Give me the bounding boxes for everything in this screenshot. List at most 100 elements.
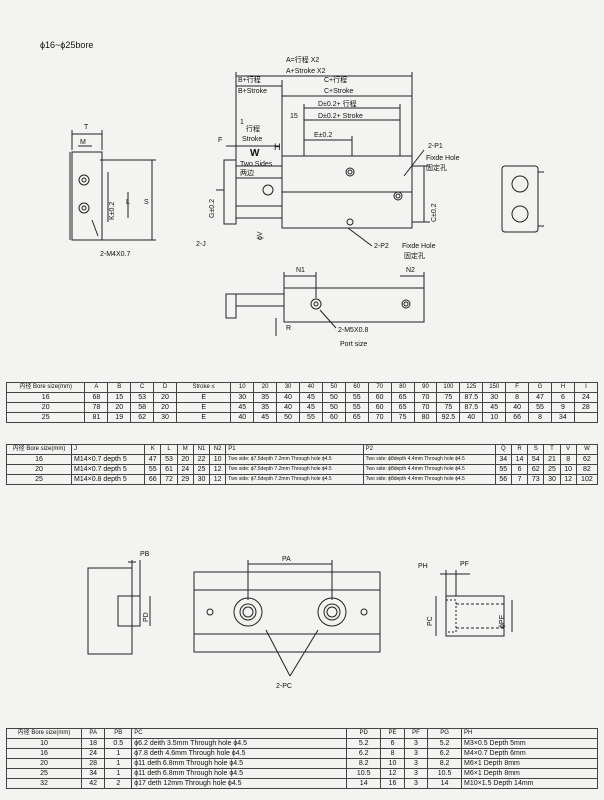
table1-header-cell: G xyxy=(528,382,552,393)
table-cell: 54 xyxy=(527,454,545,465)
dim-g: G±0.2 xyxy=(209,199,216,218)
table-cell: 3 xyxy=(403,758,429,769)
table-cell: M3×0.5 Depth 5mm xyxy=(461,738,598,749)
table-cell: 45 xyxy=(253,412,278,423)
table-cell: 20 xyxy=(6,758,82,769)
label-pe: ϕPE xyxy=(499,614,506,628)
a-stroke-en: A+Stroke X2 xyxy=(286,68,326,75)
table-cell: 28 xyxy=(80,758,106,769)
table-cell: 60 xyxy=(367,402,392,413)
dim-n2: N2 xyxy=(406,267,415,274)
table-cell: ϕ11 deth 6.8mm Through hole ϕ4.5 xyxy=(131,768,348,779)
table-cell: 10 xyxy=(209,454,227,465)
table1-header-cell: 100 xyxy=(436,382,461,393)
table3-header-cell: 内径 Bore size(mm) xyxy=(6,728,82,739)
c-stroke-cn: C+行程 xyxy=(324,75,347,84)
table-cell: 8 xyxy=(528,412,552,423)
table-cell: 10 xyxy=(6,738,82,749)
table-cell: 25 xyxy=(5,412,86,423)
table1-header-row: 内径 Bore size(mm) A B C D Stroke ≤ 10 20 … xyxy=(5,382,599,393)
dim-f: F xyxy=(218,137,222,144)
table-cell: 55 xyxy=(344,402,369,413)
table-cell: 32 xyxy=(6,778,82,789)
table-cell: 6.2 xyxy=(346,748,382,759)
table1-header-cell: I xyxy=(573,382,599,393)
table-cell: 6 xyxy=(510,464,529,475)
table-cell: 10 xyxy=(380,758,405,769)
table1-header-cell: C xyxy=(130,382,155,393)
table-cell: 80 xyxy=(413,412,438,423)
table-cell: 53 xyxy=(160,454,178,465)
label-pd: PD xyxy=(143,612,150,622)
fixde-hole-2: Fixde Hole xyxy=(402,243,436,250)
table-cell: M14×0.7 depth 5 xyxy=(70,454,146,465)
dim-n1: N1 xyxy=(296,267,305,274)
table-cell: 15 xyxy=(107,392,132,403)
table1-header-cell: H xyxy=(550,382,575,393)
table-cell: 1 xyxy=(104,758,133,769)
table-cell: ϕ17 deth 12mm Through hole ϕ4.5 xyxy=(131,778,348,789)
table2-header-cell: W xyxy=(575,444,599,455)
table-cell: 42 xyxy=(80,778,106,789)
label-pb: PB xyxy=(140,551,150,558)
table-cell: 34 xyxy=(80,768,106,779)
table-cell: 40 xyxy=(230,412,255,423)
c-stroke-en: C+Stroke xyxy=(324,88,353,95)
stroke-cn: 行程 xyxy=(246,124,260,133)
table-cell: 40 xyxy=(276,392,300,403)
dim-l: L xyxy=(126,199,130,206)
table-cell: 34 xyxy=(494,454,512,465)
table-cell: 53 xyxy=(130,392,155,403)
table-cell: 66 xyxy=(144,474,162,485)
table1-header-cell: 10 xyxy=(230,382,255,393)
table-cell: 16 xyxy=(5,392,86,403)
table-cell: 65 xyxy=(390,402,415,413)
table-cell: 21 xyxy=(543,454,561,465)
table1-header-cell: 40 xyxy=(299,382,323,393)
table-cell: 25 xyxy=(6,474,72,485)
table-cell: 40 xyxy=(505,402,530,413)
table-cell: 35 xyxy=(253,402,278,413)
table-cell: Two side: ϕ7.5depth 7.2mm Through hole ϕ… xyxy=(225,464,364,475)
table2-header-cell: N1 xyxy=(192,444,211,455)
table-cell: E xyxy=(176,392,232,403)
table3-header-cell: PG xyxy=(427,728,463,739)
table-cell: 61 xyxy=(160,464,178,475)
table2-header-cell: Q xyxy=(494,444,512,455)
table-cell: 58 xyxy=(130,402,155,413)
table-cell: 3 xyxy=(403,738,429,749)
table1-header-cell: 20 xyxy=(253,382,278,393)
table-cell: 2 xyxy=(104,778,133,789)
table-cell: 73 xyxy=(527,474,545,485)
table2-header-cell: S xyxy=(527,444,545,455)
table-cell: 40 xyxy=(276,402,300,413)
label-pc: PC xyxy=(427,616,434,626)
table-cell: Two side: ϕ8depth 4.4mm Through hole ϕ4.… xyxy=(362,464,496,475)
table-cell: 30 xyxy=(482,392,507,403)
table1-header-cell: 内径 Bore size(mm) xyxy=(5,382,86,393)
d-stroke-cn: D±0.2+ 行程 xyxy=(318,99,357,108)
table1-header-cell: 50 xyxy=(321,382,346,393)
table-cell: 65 xyxy=(344,412,369,423)
table-cell: 45 xyxy=(482,402,507,413)
table-cell: 24 xyxy=(573,392,599,403)
table2-header-cell: J xyxy=(70,444,146,455)
table-cell: 25 xyxy=(6,768,82,779)
table-cell: ϕ6.2 deith 3.5mm Through hole ϕ4.5 xyxy=(131,738,348,749)
table3-header-cell: PC xyxy=(131,728,348,739)
table-cell: 12 xyxy=(380,768,405,779)
table-cell: 62 xyxy=(527,464,545,475)
dim-15: 15 xyxy=(290,113,298,120)
table2-header-cell: L xyxy=(160,444,178,455)
dim-e: E±0.2 xyxy=(314,132,332,139)
table-cell: 102 xyxy=(575,474,599,485)
dimension-table-2: 内径 Bore size(mm) J K L M N1 N2 P1 P2 Q R… xyxy=(6,444,599,485)
two-sides-cn: 两边 xyxy=(240,168,254,177)
table-cell: 30 xyxy=(543,474,561,485)
table-cell xyxy=(573,412,599,423)
label-pf: PF xyxy=(460,561,469,568)
